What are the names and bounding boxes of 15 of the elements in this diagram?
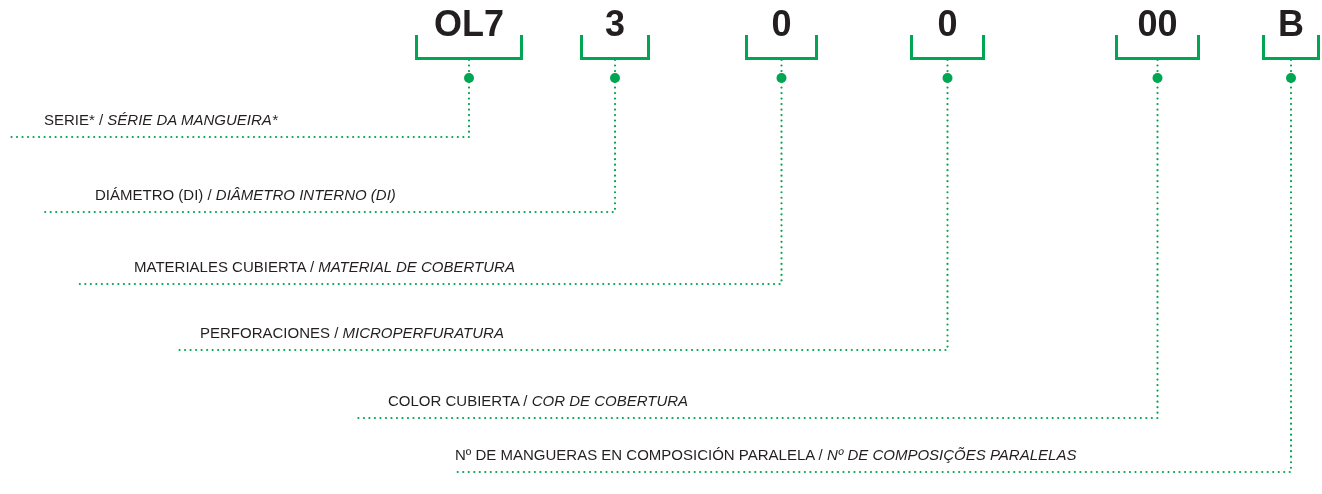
code-character: B	[1277, 4, 1305, 44]
field-label: SERIE* / SÉRIE DA MANGUEIRA*	[44, 111, 278, 129]
leader-line	[42, 58, 620, 214]
code-character: 0	[770, 4, 793, 44]
field-label: DIÁMETRO (DI) / DIÂMETRO INTERNO (DI)	[95, 186, 396, 204]
field-label: COLOR CUBIERTA / COR DE COBERTURA	[388, 392, 689, 410]
field-label: PERFORACIONES / MICROPERFURATURA	[200, 324, 504, 342]
leader-line	[8, 58, 474, 139]
code-character: 0	[936, 4, 959, 44]
field-label: Nº DE MANGUERAS EN COMPOSICIÓN PARALELA / Nº DE COMPOSIÇÕES PARALELAS	[455, 446, 1077, 464]
code-character: 00	[1136, 4, 1179, 44]
code-character: 3	[604, 4, 626, 44]
code-character: OL7	[433, 4, 505, 44]
leader-line	[356, 58, 1163, 420]
field-label: MATERIALES CUBIERTA / MATERIAL DE COBERTURA	[134, 258, 515, 276]
